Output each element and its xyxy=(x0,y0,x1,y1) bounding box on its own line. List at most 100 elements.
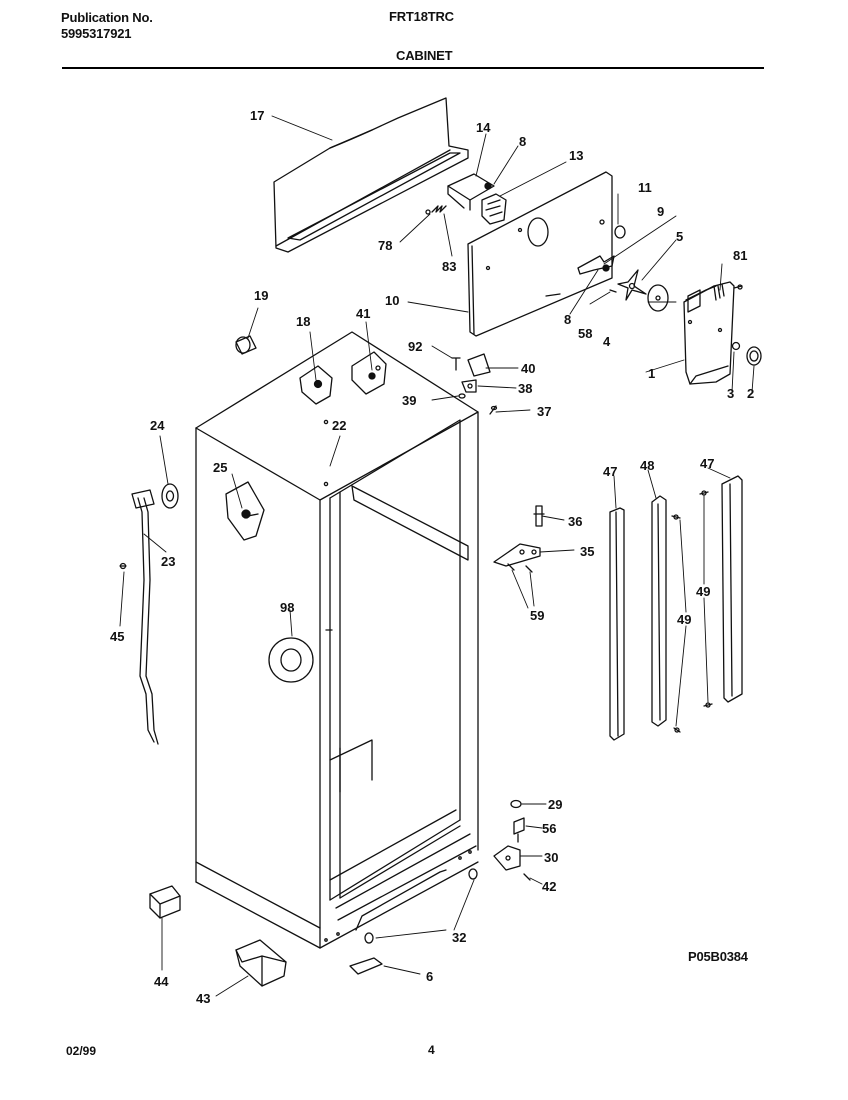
callout-29: 29 xyxy=(548,797,562,812)
callout-2: 2 xyxy=(747,386,754,401)
callout-9: 9 xyxy=(657,204,664,219)
part-nut xyxy=(510,799,522,809)
part-screw xyxy=(699,490,709,496)
part-bushing xyxy=(461,379,477,393)
callout-labels: 1 2 3 4 5 6 8 8 9 10 11 13 14 17 18 19 2… xyxy=(110,108,754,1006)
part-trim-strip xyxy=(609,507,625,741)
callout-40: 40 xyxy=(521,361,535,376)
callout-3: 3 xyxy=(727,386,734,401)
part-top-cover xyxy=(273,97,469,253)
part-hinge xyxy=(351,351,387,395)
callout-48: 48 xyxy=(640,458,654,473)
part-washer xyxy=(161,483,179,509)
part-screw xyxy=(525,565,533,573)
callout-1: 1 xyxy=(648,366,655,381)
part-nut xyxy=(731,341,741,351)
part-hinge xyxy=(493,543,541,567)
part-toe-grille xyxy=(349,957,383,975)
callout-39: 39 xyxy=(402,393,416,408)
callout-17: 17 xyxy=(250,108,264,123)
part-screw xyxy=(609,289,617,293)
callout-58: 58 xyxy=(578,326,592,341)
callout-14: 14 xyxy=(476,120,491,135)
callout-44: 44 xyxy=(154,974,169,989)
part-screw xyxy=(451,357,461,371)
callout-92: 92 xyxy=(408,339,422,354)
callout-6: 6 xyxy=(426,969,433,984)
part-trim-strip xyxy=(651,495,667,727)
part-clip xyxy=(484,182,492,190)
callout-98: 98 xyxy=(280,600,294,615)
callout-24: 24 xyxy=(150,418,165,433)
part-pin xyxy=(489,405,498,415)
page-number: 4 xyxy=(428,1043,435,1057)
publication-number: 5995317921 xyxy=(61,26,132,41)
part-grommet xyxy=(268,637,314,683)
callout-30: 30 xyxy=(544,850,558,865)
callout-23: 23 xyxy=(161,554,175,569)
callout-19: 19 xyxy=(254,288,268,303)
part-foot-block xyxy=(235,939,287,987)
callout-36: 36 xyxy=(568,514,582,529)
part-plug xyxy=(364,932,374,944)
publication-label: Publication No. xyxy=(61,10,153,25)
callout-8-top: 8 xyxy=(519,134,526,149)
callout-38: 38 xyxy=(518,381,532,396)
part-trim-strip xyxy=(721,475,743,703)
callout-5: 5 xyxy=(676,229,683,244)
callout-47-left: 47 xyxy=(603,464,617,479)
callout-83: 83 xyxy=(442,259,456,274)
part-hinge-pin xyxy=(533,505,545,527)
callout-11: 11 xyxy=(638,180,652,195)
part-hinge xyxy=(225,481,265,541)
part-control xyxy=(481,193,507,225)
part-spring xyxy=(425,205,447,215)
callout-37: 37 xyxy=(537,404,551,419)
part-grommet xyxy=(614,225,626,239)
section-title: CABINET xyxy=(396,48,453,63)
callout-18: 18 xyxy=(296,314,310,329)
part-hinge xyxy=(493,845,521,871)
callout-56: 56 xyxy=(542,821,556,836)
callout-81: 81 xyxy=(733,248,747,263)
callout-59: 59 xyxy=(530,608,544,623)
part-screw xyxy=(119,562,127,570)
callout-10: 10 xyxy=(385,293,399,308)
part-fan-motor xyxy=(647,284,669,312)
part-screw xyxy=(523,873,531,881)
callout-41: 41 xyxy=(356,306,370,321)
part-cabinet xyxy=(195,331,479,949)
part-screw xyxy=(507,563,515,571)
callout-49-right: 49 xyxy=(696,584,710,599)
part-screw xyxy=(673,727,681,733)
leader-lines xyxy=(119,115,755,997)
part-leveling-leg xyxy=(513,817,525,843)
callout-8-lower: 8 xyxy=(564,312,571,327)
part-screw xyxy=(703,702,713,708)
callout-32: 32 xyxy=(452,930,466,945)
callout-47-right: 47 xyxy=(700,456,714,471)
part-bearing xyxy=(746,346,762,366)
callout-22: 22 xyxy=(332,418,346,433)
callout-4: 4 xyxy=(603,334,611,349)
callout-49-left: 49 xyxy=(677,612,691,627)
part-drain-tube xyxy=(131,489,159,745)
part-foot-block xyxy=(149,885,181,919)
part-evaporator-cover xyxy=(467,171,613,337)
callout-43: 43 xyxy=(196,991,210,1006)
callout-25: 25 xyxy=(213,460,227,475)
header-rule xyxy=(62,67,764,69)
callout-13: 13 xyxy=(569,148,583,163)
part-air-duct xyxy=(683,281,735,385)
part-bracket xyxy=(447,173,495,211)
part-plug xyxy=(468,868,478,880)
drawing-code: P05B0384 xyxy=(688,949,748,964)
part-cap xyxy=(235,335,257,355)
part-washer xyxy=(458,393,466,399)
callout-78: 78 xyxy=(378,238,392,253)
callout-45: 45 xyxy=(110,629,124,644)
part-screw xyxy=(671,514,681,520)
footer-date: 02/99 xyxy=(66,1044,97,1058)
part-damper xyxy=(577,255,615,275)
